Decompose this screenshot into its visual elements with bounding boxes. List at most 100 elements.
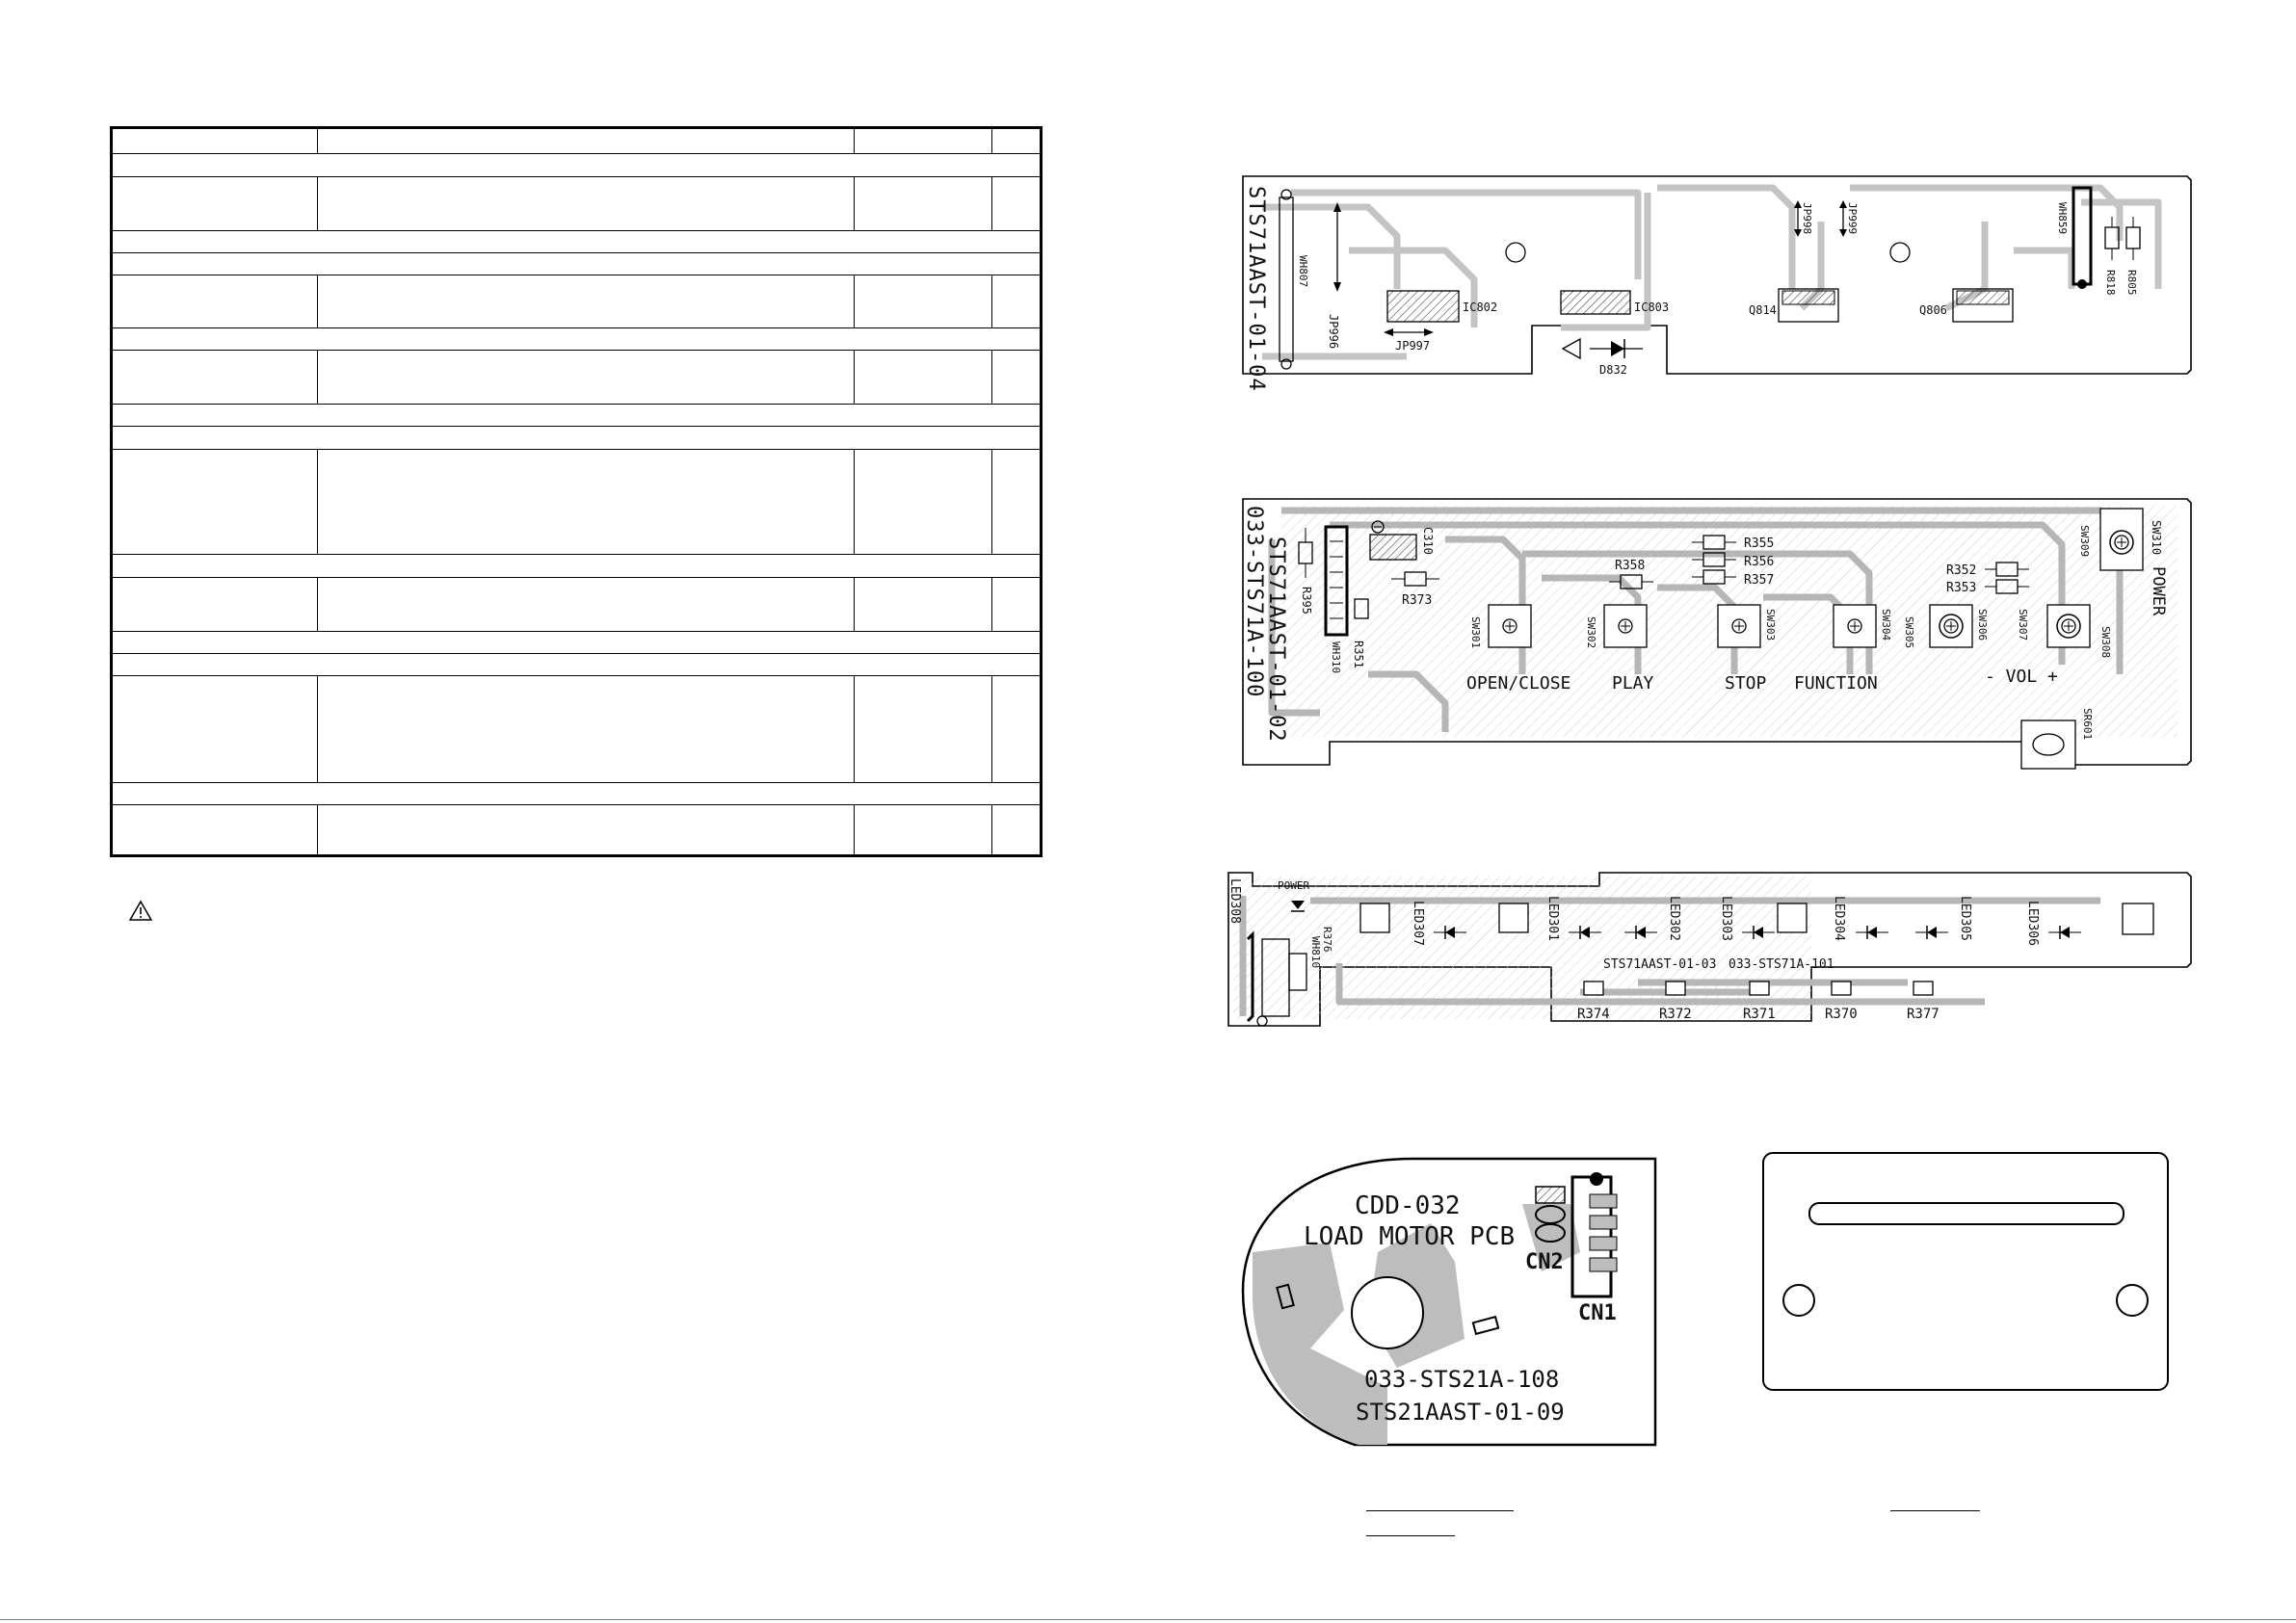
ref-q806: Q806	[1919, 303, 1947, 317]
mounting-hole	[1256, 1015, 1268, 1027]
sw306-switch	[1929, 604, 1973, 648]
ref-led308: LED308	[1227, 878, 1242, 924]
r370-resistor	[1831, 981, 1852, 996]
copper-pad	[1253, 1243, 1387, 1445]
ref-d832: D832	[1599, 363, 1627, 377]
motor-shaft-hole	[1351, 1276, 1424, 1349]
ref-sw303: SW303	[1764, 609, 1777, 641]
key-pcb-board-id: STS71AAST-01-02	[1264, 537, 1288, 743]
ic803-chip	[1560, 290, 1631, 315]
arrow-up-icon	[1839, 200, 1847, 208]
table-row	[111, 674, 1042, 783]
table-section-row	[111, 153, 1042, 177]
arrow-right-icon	[1424, 328, 1434, 336]
ref-led304: LED304	[1832, 896, 1846, 941]
ref-q814: Q814	[1749, 303, 1777, 317]
ref-led306: LED306	[2025, 901, 2040, 946]
q814-transistor	[1778, 288, 1839, 323]
button-label-vol: - VOL +	[1985, 667, 2058, 687]
led-window	[1777, 903, 1808, 933]
front-pcb-outline	[1242, 175, 2192, 375]
plate-slot	[1808, 1202, 2124, 1225]
load-motor-title: LOAD MOTOR PCB	[1304, 1222, 1515, 1251]
load-motor-pcb: CDD-032 LOAD MOTOR PCB CN2 CN1 033-STS21…	[1241, 1157, 1657, 1447]
led302-diode-icon	[1624, 926, 1657, 939]
slot-plate	[1762, 1152, 2169, 1391]
caption-underline	[1890, 1510, 1980, 1511]
power-led-icon	[1291, 901, 1305, 909]
led-pcb-board-id: STS71AAST-01-03	[1603, 957, 1716, 972]
r805-resistor	[2125, 226, 2141, 249]
page-bottom-rule	[0, 1619, 2296, 1620]
ref-r373: R373	[1402, 593, 1432, 608]
sw310-power-switch	[2099, 508, 2144, 571]
ref-wh810: WH810	[1309, 936, 1322, 968]
parts-list-table	[110, 126, 1042, 857]
ref-r352: R352	[1946, 563, 1976, 578]
arrow-down-icon	[1333, 282, 1341, 292]
caption-underline	[1366, 1510, 1514, 1511]
mounting-hole	[1280, 189, 1292, 200]
led-pcb-board-code: 033-STS71A-101	[1729, 957, 1834, 972]
r371-resistor	[1749, 981, 1770, 996]
c310-capacitor	[1369, 534, 1417, 561]
led-window	[1498, 903, 1529, 933]
cn2-connector	[1535, 1186, 1566, 1204]
mounting-hole	[1505, 242, 1526, 263]
wh807-connector	[1279, 196, 1294, 362]
led301-diode-icon	[1569, 926, 1601, 939]
r372-resistor	[1665, 981, 1686, 996]
button-label-play: PLAY	[1612, 673, 1654, 694]
table-row	[111, 448, 1042, 556]
load-motor-board-code: 033-STS21A-108	[1364, 1366, 1559, 1393]
sw301-switch	[1488, 604, 1532, 648]
table-section-row	[111, 426, 1042, 450]
ref-led302: LED302	[1667, 896, 1681, 941]
ref-r377: R377	[1907, 1007, 1940, 1022]
front-pcb: STS71AAST-01-04 WH807 JP996 IC802 JP997 …	[1242, 175, 2192, 392]
ic802-chip	[1386, 290, 1460, 323]
ref-sw308: SW308	[2099, 626, 2112, 658]
arrow-down-icon	[1794, 229, 1802, 237]
ref-led303: LED303	[1719, 896, 1733, 941]
ref-wh807: WH807	[1297, 255, 1309, 287]
button-label-function: FUNCTION	[1794, 673, 1878, 694]
ref-r805: R805	[2125, 270, 2138, 296]
arrow-left-icon	[1384, 328, 1393, 336]
table-section-row	[111, 781, 1042, 806]
ref-r356: R356	[1744, 555, 1774, 569]
table-section-row	[111, 327, 1042, 352]
load-motor-model: CDD-032	[1355, 1191, 1461, 1220]
led305-diode-icon	[1915, 926, 1948, 939]
ref-r371: R371	[1743, 1007, 1776, 1022]
ref-r372: R372	[1659, 1007, 1692, 1022]
led-pcb: LED308 POWER WH810 R376 LED307 LED301 LE…	[1227, 872, 2192, 1027]
mounting-hole	[1889, 242, 1911, 263]
table-row	[111, 275, 1042, 328]
cn2-label: CN2	[1525, 1250, 1564, 1274]
led304-diode-icon	[1856, 926, 1888, 939]
ref-jp999: JP999	[1846, 202, 1859, 234]
r374-resistor	[1583, 981, 1604, 996]
sr601-volume-encoder	[2020, 720, 2076, 770]
ref-ic803: IC803	[1634, 301, 1669, 314]
button-label-open-close: OPEN/CLOSE	[1466, 673, 1570, 694]
load-motor-pcb-outline	[1241, 1157, 1657, 1447]
table-row	[111, 350, 1042, 406]
ref-ic802: IC802	[1463, 301, 1497, 314]
r377-resistor	[1913, 981, 1934, 996]
led306-diode-icon	[2048, 926, 2081, 939]
ref-sw301: SW301	[1469, 616, 1482, 648]
ref-r351: R351	[1352, 641, 1365, 668]
sw308-switch	[2046, 604, 2091, 648]
key-pcb: STS71AAST-01-02 033-STS71A-100 R395 WH31…	[1242, 498, 2192, 770]
ref-led305: LED305	[1958, 896, 1972, 941]
front-pcb-board-id: STS71AAST-01-04	[1244, 186, 1268, 392]
cn1-label: CN1	[1578, 1301, 1617, 1325]
polarity-mark-icon	[1371, 520, 1385, 534]
mounting-hole	[1280, 358, 1292, 370]
led307-diode-icon	[1434, 926, 1466, 939]
ref-r357: R357	[1744, 573, 1774, 588]
button-label-stop: STOP	[1725, 673, 1767, 694]
